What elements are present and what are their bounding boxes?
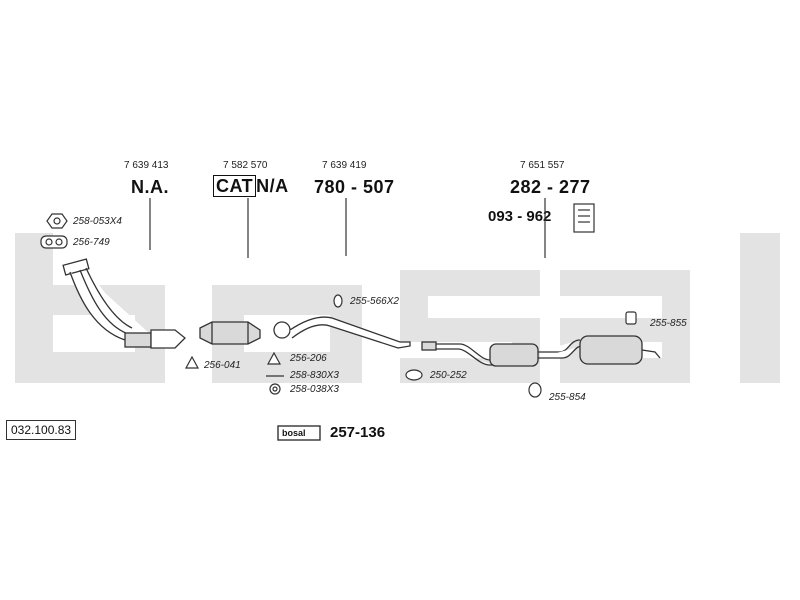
callout-bolt: 258-830X3 — [290, 370, 339, 381]
callout-gasket-front: 256-749 — [73, 237, 110, 248]
rear-silencer-icon — [421, 335, 661, 367]
column-1-part: N.A. — [131, 177, 169, 197]
callout-gasket-cat: 256-041 — [204, 360, 241, 371]
callout-clamp-rear: 250-252 — [430, 370, 467, 381]
gasket-icon — [40, 235, 68, 249]
kit-box-icon — [277, 425, 321, 441]
front-pipe-icon — [62, 258, 186, 349]
column-4-sub-part: 093 - 962 — [488, 208, 552, 225]
diagram-id-label: 032.100.83 — [6, 420, 77, 440]
column-2-part-text: N/A — [256, 176, 289, 196]
column-1-ref: 7 639 413 — [124, 160, 169, 171]
catalytic-converter-icon — [199, 321, 261, 345]
callout-hanger-top: 255-855 — [650, 318, 687, 329]
spring-icon — [266, 351, 282, 365]
bracket-icon — [573, 203, 595, 233]
clamp-mid-icon — [333, 294, 343, 308]
callout-washer: 258-038X3 — [290, 384, 339, 395]
cat-boxed-label: CAT — [213, 175, 257, 197]
nut-icon — [46, 213, 68, 229]
column-4-ref: 7 651 557 — [520, 160, 565, 171]
column-4-part: 282 - 277 — [510, 177, 591, 197]
column-3-ref: 7 639 419 — [322, 160, 367, 171]
callout-clamp-mid: 255-566X2 — [350, 296, 399, 307]
callout-spring: 256-206 — [290, 353, 327, 364]
hanger-top-icon — [625, 311, 637, 325]
column-3-part: 780 - 507 — [314, 177, 395, 197]
clamp-rear-icon — [405, 369, 423, 381]
kit-logo: bosal — [282, 428, 306, 438]
hanger-bottom-icon — [528, 382, 542, 398]
kit-part-number: 257-136 — [330, 424, 386, 441]
callout-nut: 258-053X4 — [73, 216, 122, 227]
column-2-ref: 7 582 570 — [223, 160, 268, 171]
washer-icon — [269, 383, 281, 395]
cat-gasket-icon — [184, 355, 200, 369]
callout-hanger-bottom: 255-854 — [549, 392, 586, 403]
mid-pipe-icon — [273, 316, 411, 349]
